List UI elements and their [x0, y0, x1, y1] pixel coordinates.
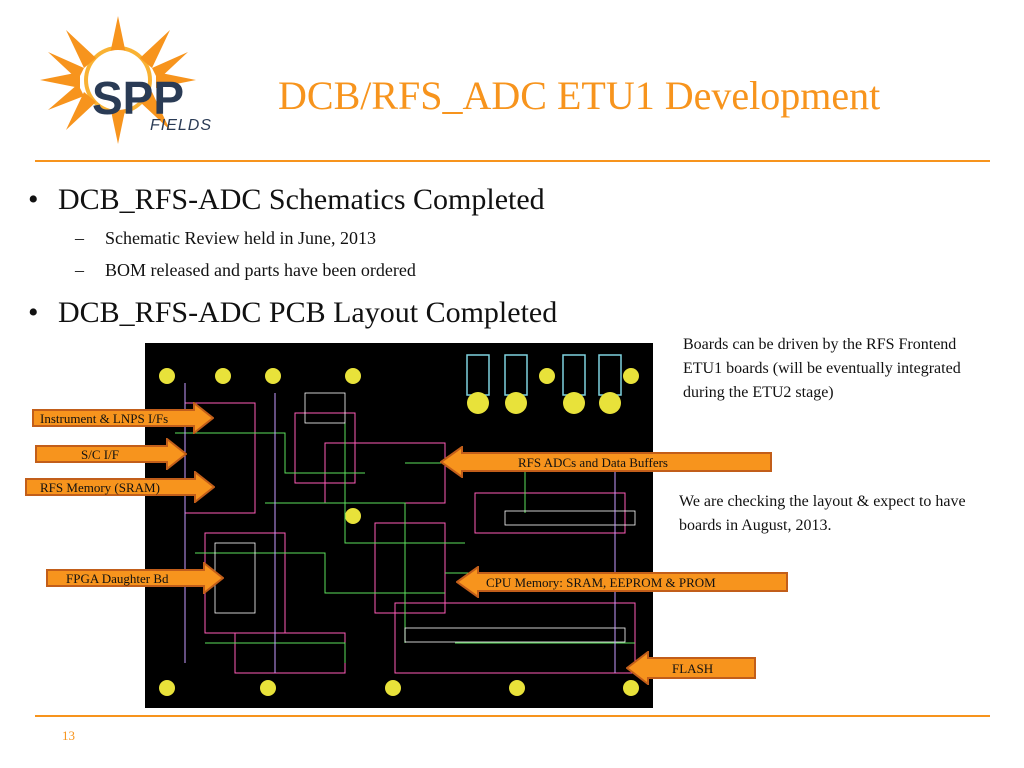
callout-label: CPU Memory: SRAM, EEPROM & PROM — [486, 575, 716, 590]
callout-flash: FLASH — [626, 651, 756, 685]
callout-label: Instrument & LNPS I/Fs — [40, 411, 169, 426]
sub-bullet-glyph: – — [75, 260, 84, 280]
pcb-layout-image — [145, 343, 653, 708]
sub-bullet-text: Schematic Review held in June, 2013 — [105, 228, 376, 248]
note-boards: Boards can be driven by the RFS Frontend… — [683, 336, 961, 401]
arrow-left-icon — [456, 566, 788, 598]
callout-label: FPGA Daughter Bd — [66, 571, 169, 586]
bullet-glyph: • — [28, 296, 39, 329]
arrow-left-icon — [626, 651, 756, 685]
sub-bullet-review: – Schematic Review held in June, 2013 — [75, 228, 376, 249]
arrow-right-icon — [35, 438, 187, 470]
arrow-right-icon — [46, 562, 224, 594]
callout-cpu-memory: CPU Memory: SRAM, EEPROM & PROM — [456, 566, 788, 598]
footer-divider — [35, 715, 990, 717]
spp-fields-logo: SPP FIELDS — [40, 16, 212, 144]
callout-fpga: FPGA Daughter Bd — [46, 562, 224, 594]
sun-icon — [40, 16, 196, 144]
callout-label: RFS Memory (SRAM) — [40, 480, 160, 495]
logo-text-sub: FIELDS — [150, 117, 212, 134]
note-checking: We are checking the layout & expect to h… — [679, 493, 966, 534]
callout-sc-if: S/C I/F — [35, 438, 187, 470]
callout-rfs-adcs: RFS ADCs and Data Buffers — [440, 446, 772, 478]
callout-label: S/C I/F — [81, 447, 119, 462]
callout-instrument-lnps: Instrument & LNPS I/Fs — [32, 402, 214, 434]
logo-text-main: SPP — [92, 72, 184, 124]
page-number: 13 — [62, 728, 75, 743]
sub-bullet-text: BOM released and parts have been ordered — [105, 260, 416, 280]
bullet-glyph: • — [28, 183, 39, 216]
slide-title: DCB/RFS_ADC ETU1 Development — [278, 73, 881, 118]
sub-bullet-bom: – BOM released and parts have been ordere… — [75, 260, 416, 281]
callout-rfs-memory: RFS Memory (SRAM) — [25, 471, 215, 503]
callout-label: FLASH — [672, 661, 714, 676]
callout-label: RFS ADCs and Data Buffers — [518, 455, 668, 470]
bullet-text: DCB_RFS-ADC PCB Layout Completed — [58, 296, 558, 329]
arrow-left-icon — [440, 446, 772, 478]
title-divider — [35, 160, 990, 162]
bullet-schematics: • DCB_RFS-ADC Schematics Completed — [28, 183, 545, 217]
sub-bullet-glyph: – — [75, 228, 84, 248]
arrow-right-icon — [32, 402, 214, 434]
bullet-text: DCB_RFS-ADC Schematics Completed — [58, 183, 545, 216]
bullet-pcb-layout: • DCB_RFS-ADC PCB Layout Completed — [28, 296, 557, 330]
arrow-right-icon — [25, 471, 215, 503]
